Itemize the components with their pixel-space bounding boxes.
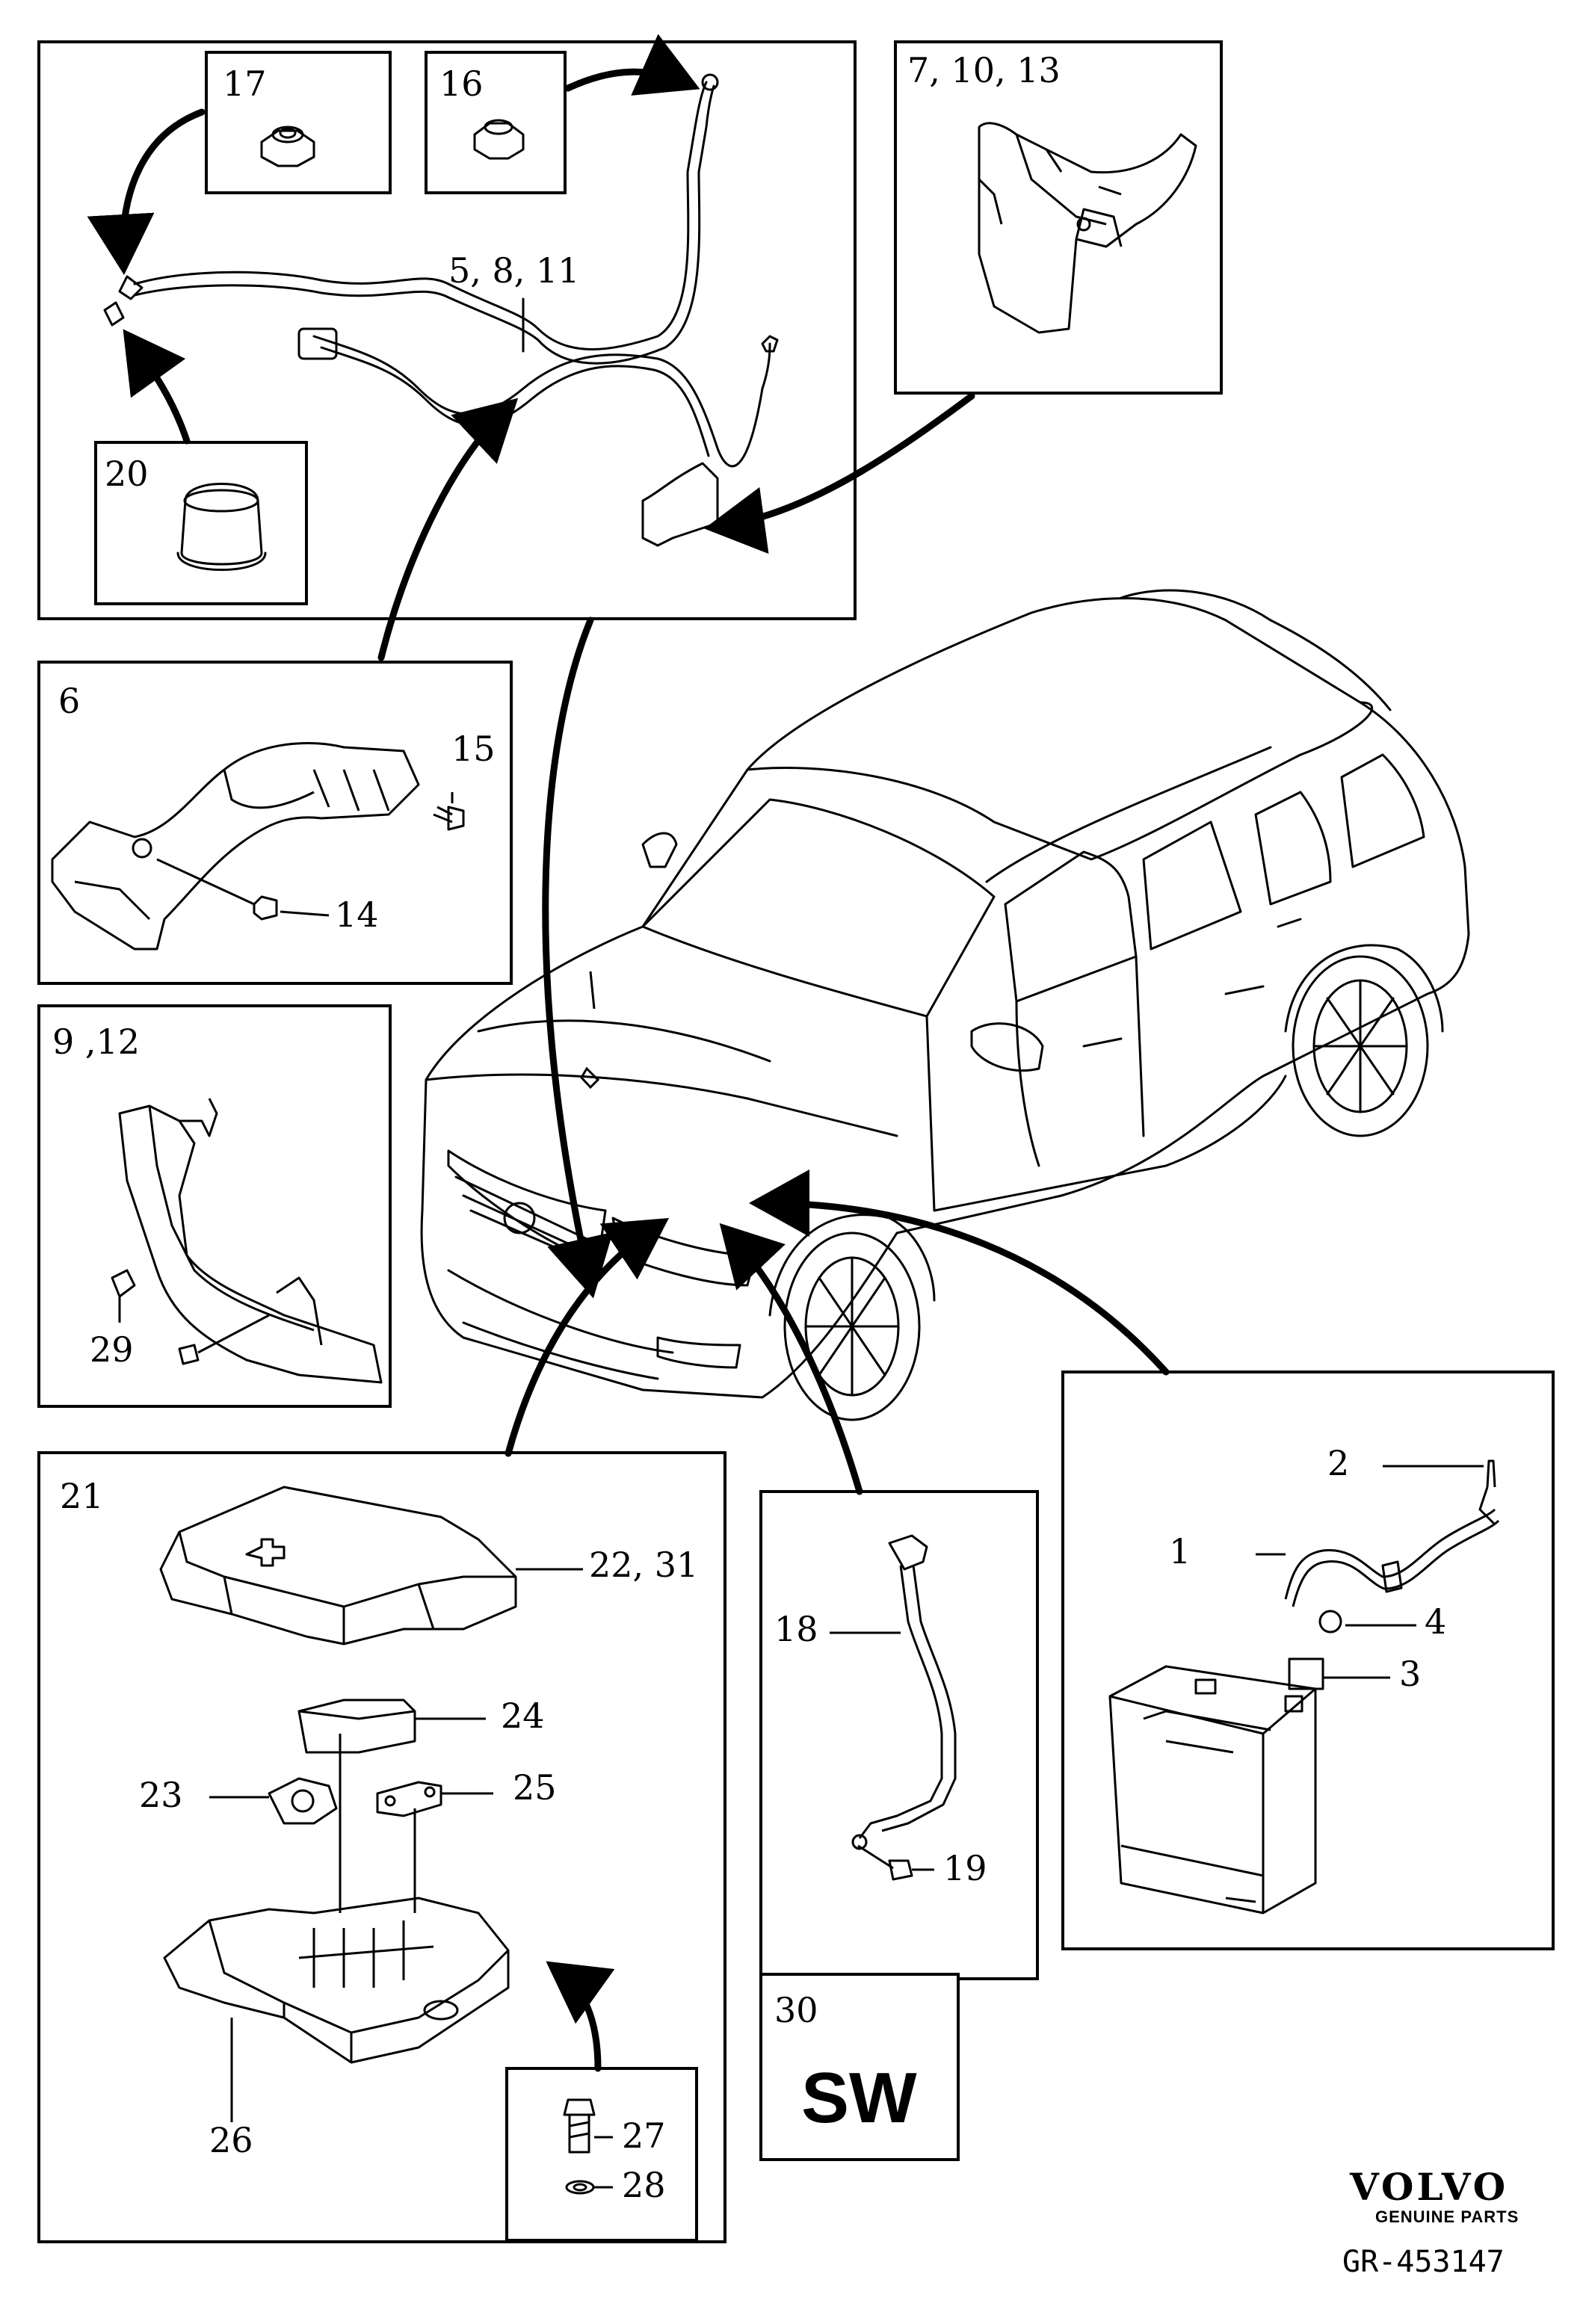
- callout-23: 23: [139, 1775, 183, 1815]
- callout-16: 16: [439, 64, 484, 104]
- panel-battery: [1061, 1370, 1555, 1950]
- panel-cover-top-right: [894, 40, 1223, 395]
- callout-21: 21: [60, 1476, 104, 1516]
- reference-number: GR-453147: [1342, 2245, 1505, 2279]
- thin-arrows: [589, 971, 596, 1010]
- box-part-16: [425, 51, 567, 194]
- callout-24: 24: [501, 1696, 545, 1736]
- genuine-parts-tagline: GENUINE PARTS: [1375, 2207, 1519, 2226]
- callout-25: 25: [513, 1767, 557, 1808]
- car-illustration: [420, 589, 1470, 1421]
- callout-26: 26: [209, 2120, 253, 2160]
- software-label: SW: [801, 2058, 917, 2138]
- box-part-20: [94, 441, 308, 605]
- car-bolt-marker: [580, 1066, 600, 1090]
- callout-7-10-13: 7, 10, 13: [907, 50, 1061, 90]
- part-16-fastener: [589, 971, 596, 1010]
- callout-9-12: 9 ,12: [52, 1022, 140, 1062]
- panel-software: [759, 1973, 960, 2161]
- callout-4: 4: [1425, 1601, 1446, 1642]
- fuse-box-art: [159, 1486, 613, 2195]
- battery-art: [1108, 1459, 1500, 1914]
- callout-20: 20: [105, 454, 149, 494]
- callout-6: 6: [58, 681, 80, 721]
- panel-borders: [37, 40, 1555, 2243]
- volvo-branding: VOLVO GENUINE PARTS GR-453147: [1342, 2165, 1519, 2279]
- callout-28: 28: [622, 2165, 666, 2205]
- volvo-logo: VOLVO: [1349, 2165, 1508, 2209]
- callout-3: 3: [1399, 1654, 1421, 1694]
- box-part-27-28: [505, 2067, 698, 2242]
- callout-5-8-11: 5, 8, 11: [448, 250, 580, 291]
- callout-29: 29: [90, 1329, 134, 1370]
- callout-2: 2: [1327, 1443, 1349, 1483]
- callout-17: 17: [223, 64, 267, 104]
- callout-27: 27: [622, 2116, 666, 2156]
- callout-18: 18: [774, 1609, 818, 1649]
- ground-cable-art: [830, 1534, 957, 1881]
- bracket-6-art: [51, 741, 465, 951]
- box-part-17: [205, 51, 392, 194]
- panel-bracket-9-12: [37, 1004, 392, 1408]
- callout-15: 15: [451, 729, 496, 769]
- callout-1: 1: [1169, 1531, 1191, 1572]
- bracket-9-12-art: [111, 1098, 383, 1384]
- cover-7-10-13-art: [978, 122, 1197, 334]
- leader-arrows: [87, 34, 1170, 2072]
- callout-22-31: 22, 31: [589, 1545, 698, 1585]
- callout-30: 30: [774, 1990, 818, 2030]
- panel-ground-cable: [759, 1490, 1039, 1980]
- callout-19: 19: [943, 1848, 987, 1888]
- cable-assembly-art: [103, 73, 779, 571]
- callout-labels: 17 16 20 5, 8, 11 7, 10, 13 6 15 14 9 ,1…: [52, 50, 1446, 2205]
- callout-14: 14: [335, 894, 379, 935]
